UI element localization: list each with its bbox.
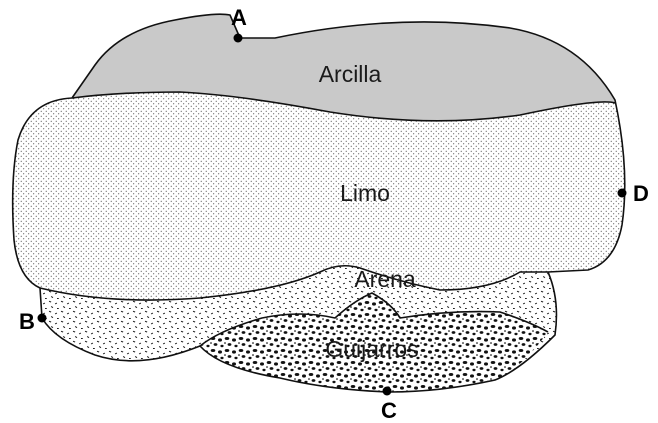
point-a-marker (234, 34, 243, 43)
point-a-label: A (231, 5, 247, 30)
point-d-marker (618, 189, 627, 198)
point-c-label: C (381, 398, 397, 423)
point-d-label: D (633, 181, 649, 206)
limo-label: Limo (340, 180, 390, 206)
arena-label: Arena (354, 266, 416, 292)
arcilla-label: Arcilla (319, 61, 382, 87)
point-b-marker (38, 314, 47, 323)
point-c-marker (383, 387, 392, 396)
guijarros-label: Guijarros (325, 336, 418, 362)
point-b-label: B (19, 309, 35, 334)
